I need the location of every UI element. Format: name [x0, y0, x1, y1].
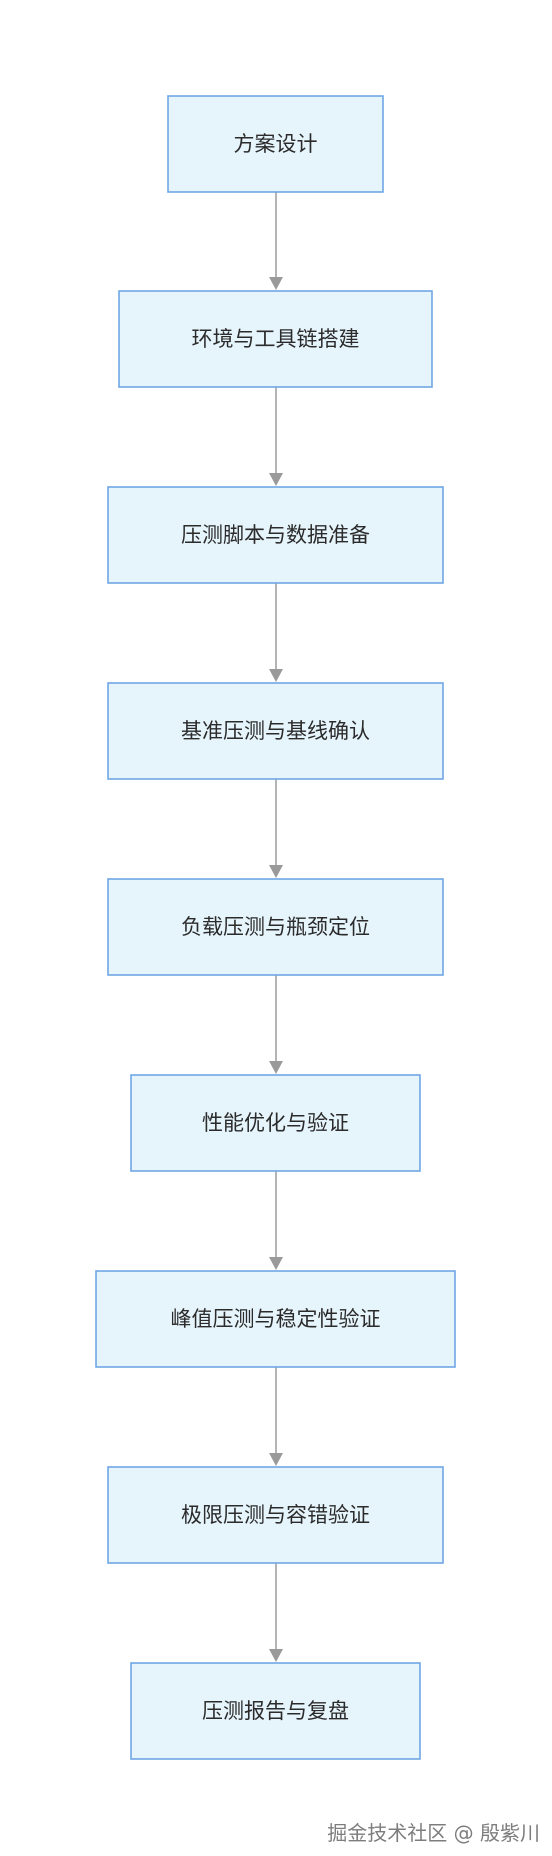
flow-node-box — [118, 290, 433, 388]
flow-node-box — [130, 1074, 421, 1172]
flow-node-6: 性能优化与验证 — [130, 1074, 421, 1172]
flow-node-label: 峰值压测与稳定性验证 — [171, 1307, 381, 1331]
flow-node-4: 基准压测与基线确认 — [107, 682, 444, 780]
flow-node-box — [167, 95, 384, 193]
flow-node-label: 压测脚本与数据准备 — [181, 523, 370, 547]
arrowhead-icon — [269, 1061, 283, 1074]
flow-arrow-2 — [269, 387, 283, 486]
edges — [269, 192, 283, 1662]
flow-node-label: 方案设计 — [234, 132, 318, 156]
flow-arrow-5 — [269, 975, 283, 1074]
flow-node-box — [95, 1270, 456, 1368]
flow-node-7: 峰值压测与稳定性验证 — [95, 1270, 456, 1368]
flow-node-3: 压测脚本与数据准备 — [107, 486, 444, 584]
flow-node-box — [107, 878, 444, 976]
flow-node-label: 极限压测与容错验证 — [181, 1503, 370, 1527]
flow-arrow-4 — [269, 779, 283, 878]
flow-node-label: 性能优化与验证 — [202, 1111, 349, 1135]
flow-node-5: 负载压测与瓶颈定位 — [107, 878, 444, 976]
flow-node-8: 极限压测与容错验证 — [107, 1466, 444, 1564]
arrowhead-icon — [269, 1649, 283, 1662]
flow-node-label: 环境与工具链搭建 — [192, 327, 360, 351]
arrowhead-icon — [269, 865, 283, 878]
flow-arrow-6 — [269, 1171, 283, 1270]
flow-node-box — [107, 682, 444, 780]
flow-node-box — [107, 486, 444, 584]
flow-arrow-8 — [269, 1563, 283, 1662]
arrowhead-icon — [269, 1453, 283, 1466]
flow-node-1: 方案设计 — [167, 95, 384, 193]
flow-node-label: 压测报告与复盘 — [202, 1699, 349, 1723]
flow-arrow-3 — [269, 583, 283, 682]
arrowhead-icon — [269, 669, 283, 682]
flow-node-9: 压测报告与复盘 — [130, 1662, 421, 1760]
arrowhead-icon — [269, 473, 283, 486]
flow-node-label: 负载压测与瓶颈定位 — [181, 915, 370, 939]
flow-node-label: 基准压测与基线确认 — [181, 719, 370, 743]
arrowhead-icon — [269, 277, 283, 290]
flow-node-2: 环境与工具链搭建 — [118, 290, 433, 388]
flow-node-box — [107, 1466, 444, 1564]
arrowhead-icon — [269, 1257, 283, 1270]
flow-arrow-1 — [269, 192, 283, 290]
nodes: 方案设计环境与工具链搭建压测脚本与数据准备基准压测与基线确认负载压测与瓶颈定位性… — [95, 95, 456, 1760]
watermark: 掘金技术社区 @ 殷紫川 — [327, 1821, 540, 1845]
flow-arrow-7 — [269, 1367, 283, 1466]
flow-node-box — [130, 1662, 421, 1760]
